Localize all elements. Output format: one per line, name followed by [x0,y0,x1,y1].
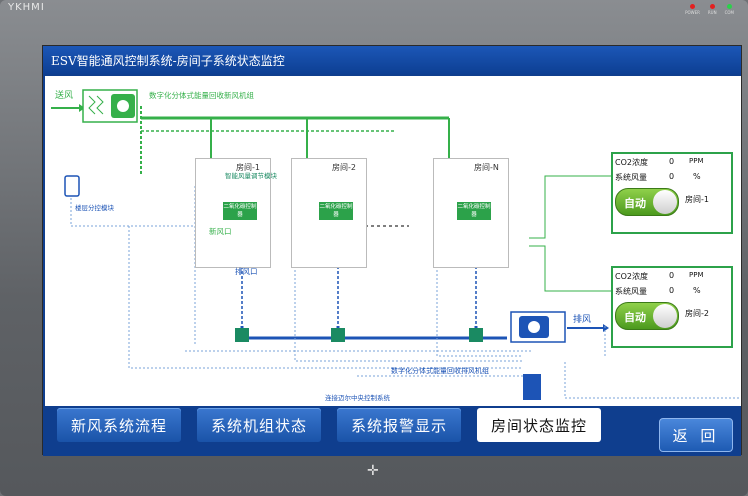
brand-label: YKHMI [8,2,45,13]
tab-room-status[interactable]: 房间状态监控 [477,408,601,442]
exhaust-valve-icon-2 [331,328,345,342]
panel-link-1 [529,175,611,239]
power-led-icon [689,4,695,9]
led-run: RUN [708,4,717,15]
run-led-icon [709,4,715,9]
co2-controller-1: 二氧化碳控制器 [223,202,257,220]
exhaust-unit-label: 数字化分体式能量回收排风机组 [391,367,489,375]
auto-toggle-1[interactable]: 自动 [615,188,679,216]
hmi-screen: ESV智能通风控制系统-房间子系统状态监控 [42,45,742,456]
back-button[interactable]: 返 回 [659,418,733,452]
floor-module-label: 楼层分控模块 [75,204,114,212]
exhaust-outlet-label: 排风口 [235,267,258,276]
flow-diagram [51,89,741,400]
floor-module-icon [64,175,80,197]
fresh-unit-label: 数字化分体式能量回收新风机组 [149,91,254,100]
tab-alarm-display[interactable]: 系统报警显示 [337,408,461,442]
diagram-canvas: 房间-1 房间-2 房间-N 二氧化碳控制器 二氧化碳控制器 二氧化碳控制器 送… [45,76,741,406]
com-led-icon [726,4,732,9]
move-handle-icon: ✛ [367,463,379,479]
auto-toggle-2[interactable]: 自动 [615,302,679,330]
exhaust-valve-icon-1 [235,328,249,342]
valve-module-label: 智能风量调节模块 [225,172,277,180]
exhaust-valve-icon-n [469,328,483,342]
supply-arrow-icon [79,104,85,112]
vfd-module-box [523,374,541,400]
toggle-knob-icon [653,190,677,214]
exhaust-arrow-icon [603,324,609,332]
toggle-knob-icon [653,304,677,328]
co2-controller-2: 二氧化碳控制器 [319,202,353,220]
page-title: ESV智能通风控制系统-房间子系统状态监控 [51,54,285,68]
led-power: POWER [685,4,700,15]
room-panel-1: CO2浓度 0 PPM 系统风量 0 % 自动 房间-1 [611,152,733,234]
led-com: COM [725,4,734,15]
tab-unit-status[interactable]: 系统机组状态 [197,408,321,442]
heat-exchanger-icon [88,95,104,115]
status-leds: POWER RUN COM [685,4,734,15]
co2-controller-n: 二氧化碳控制器 [457,202,491,220]
panel-link-2 [529,245,611,292]
exhaust-fan-hub-icon [528,321,540,333]
title-bar: ESV智能通风控制系统-房间子系统状态监控 [43,46,741,74]
room-panel-2: CO2浓度 0 PPM 系统风量 0 % 自动 房间-2 [611,266,733,348]
tab-bar: 新风系统流程 系统机组状态 系统报警显示 房间状态监控 返 回 [43,406,741,456]
fresh-outlet-label: 新风口 [209,227,232,236]
central-link-label: 连接迈尔中央控制系统 [325,394,390,402]
exhaust-air-label: 排风 [573,315,592,325]
fan-hub-icon [117,100,129,112]
tab-fresh-air-flow[interactable]: 新风系统流程 [57,408,181,442]
supply-air-label: 送风 [55,91,74,101]
